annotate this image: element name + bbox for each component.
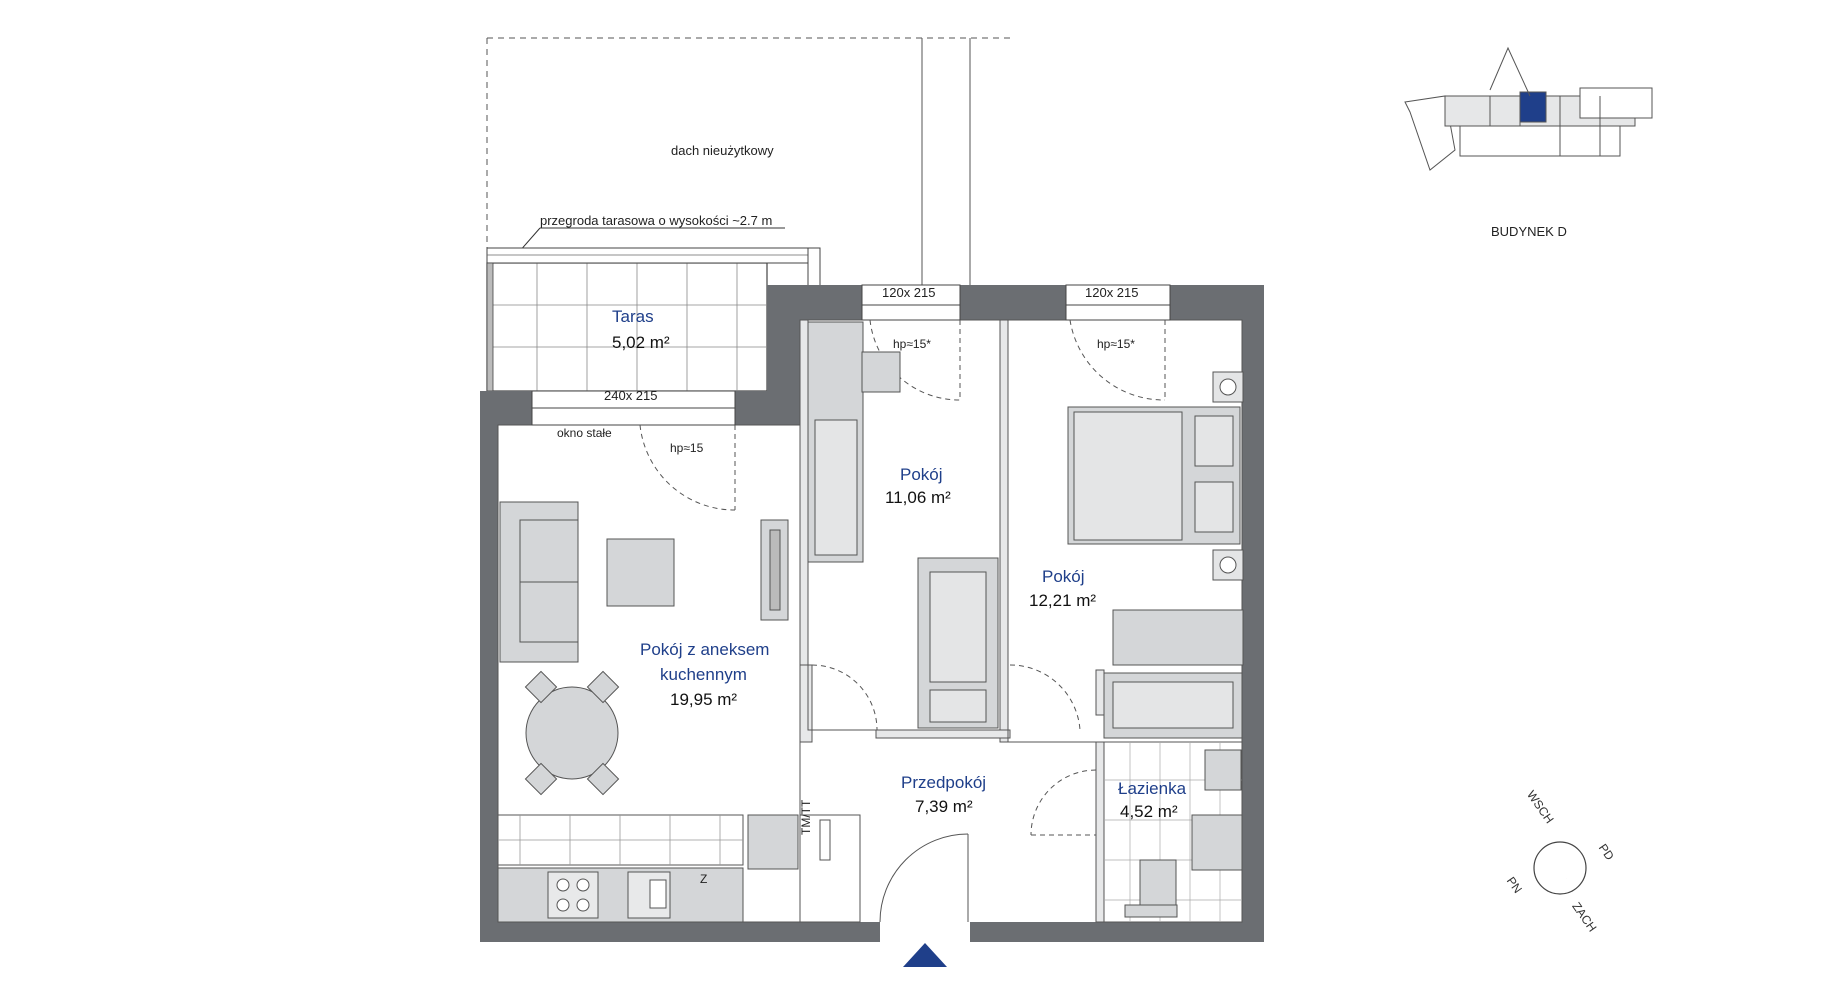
room-area-lazienka: 4,52 m² (1120, 802, 1178, 821)
room-name-przedpokoj: Przedpokój (901, 773, 987, 792)
roof-outline (486, 37, 1010, 285)
dim-window-room2: 120x 215 (1085, 285, 1139, 300)
fridge-label: Z (700, 872, 708, 886)
room2-furniture (1067, 371, 1244, 666)
room-name-pokoj2: Pokój (1042, 567, 1085, 586)
hp-room2: hp≈15* (1097, 337, 1135, 351)
partition-label: przegroda tarasowa o wysokości ~2.7 m (540, 213, 773, 228)
room-name-pokoj1: Pokój (900, 465, 943, 484)
walls (480, 285, 1264, 942)
room-name-lazienka: Łazienka (1118, 779, 1187, 798)
entrance-marker (903, 943, 947, 967)
room-name-taras: Taras (612, 307, 654, 326)
salon-furniture (497, 501, 861, 923)
room-area-pokoj2: 12,21 m² (1029, 591, 1097, 610)
room-area-pokoj1: 11,06 m² (885, 488, 951, 507)
entrance-door (879, 833, 969, 923)
room-area-salon: 19,95 m² (670, 690, 738, 709)
roof-label: dach nieużytkowy (671, 143, 774, 158)
openings (531, 284, 1171, 426)
room1-furniture (807, 321, 999, 729)
fixed-window-label: okno stałe (557, 426, 612, 440)
room-area-przedpokoj: 7,39 m² (915, 797, 973, 816)
building-label: BUDYNEK D (1491, 224, 1567, 239)
tm-tt-label: TM/TT (799, 799, 813, 835)
room-name-salon-line1: Pokój z aneksem (640, 640, 770, 659)
hp-room1: hp≈15* (893, 337, 931, 351)
hp-terrace: hp≈15 (670, 441, 704, 455)
room-name-salon-line2: kuchennym (660, 665, 747, 684)
bathroom-fixtures (1103, 672, 1243, 923)
compass-rose (1532, 841, 1588, 895)
room-area-taras: 5,02 m² (612, 333, 670, 352)
dim-door-terrace: 240x 215 (604, 388, 658, 403)
key-plan (1404, 46, 1653, 171)
dim-window-room1: 120x 215 (882, 285, 936, 300)
